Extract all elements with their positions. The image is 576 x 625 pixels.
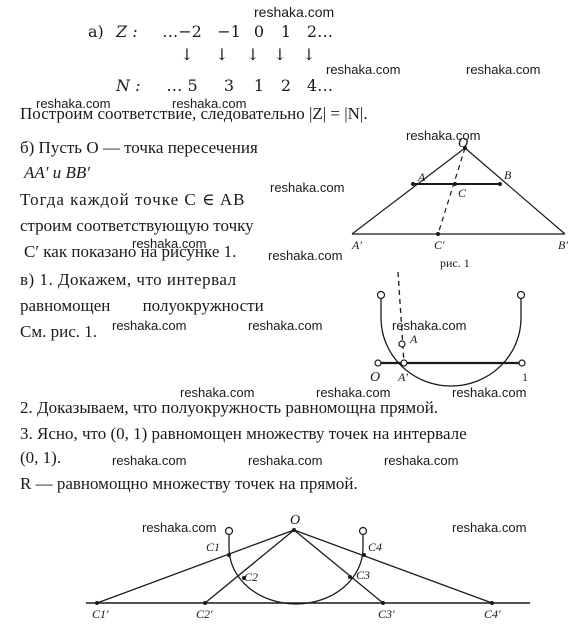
part-b-line-5: C′ как показано на рисунке 1.: [24, 242, 237, 261]
down-arrow-icon: ↓: [246, 45, 260, 64]
watermark: reshaka.com: [112, 318, 187, 333]
fig3-point-c2-prime: C2′: [196, 607, 213, 621]
set-n-label: N :: [116, 76, 141, 95]
watermark: reshaka.com: [142, 520, 217, 535]
fig3-point-c2: C2: [244, 570, 259, 584]
fig2-point-one: 1: [522, 370, 528, 384]
fig3-point-c3: C3: [356, 568, 371, 582]
watermark: reshaka.com: [326, 62, 401, 77]
z-value: …−2: [162, 22, 202, 41]
part-b-line-3: Тогда каждой точке C ∈ AB: [20, 190, 246, 209]
fig3-point-o: O: [290, 513, 301, 528]
fig2-point-o: O: [370, 370, 381, 385]
fig1-point-c: C: [458, 186, 467, 200]
statement-3a: 3. Ясно, что (0, 1) равномощен множеству…: [20, 424, 467, 443]
watermark: reshaka.com: [268, 248, 343, 263]
statement-2: 2. Доказываем, что полуокружность равном…: [20, 398, 439, 417]
z-values-row: …−2 −1 0 1 2…: [152, 22, 340, 41]
watermark: reshaka.com: [270, 180, 345, 195]
fig1-point-a-prime: A′: [352, 238, 362, 252]
watermark: reshaka.com: [180, 385, 255, 400]
fig1-point-b: B: [504, 168, 512, 182]
fig3-point-c4-prime: C4′: [484, 607, 501, 621]
fig1-caption: рис. 1: [440, 256, 470, 270]
fig3-point-c4: C4: [368, 540, 383, 554]
part-a-label: а): [88, 22, 104, 41]
fig1-point-b-prime: B′: [558, 238, 568, 252]
watermark: reshaka.com: [132, 236, 207, 251]
statement-4: R — равномощно множеству точек на прямой…: [20, 474, 358, 493]
fig1-point-c-prime: C′: [434, 238, 445, 252]
z-value: 0: [253, 22, 265, 41]
n-values-row: … 5 3 1 2 4…: [152, 76, 340, 95]
part-v-line-2: равномощен полуокружности: [20, 296, 264, 315]
n-value: 2: [280, 76, 292, 95]
watermark: reshaka.com: [254, 4, 335, 20]
watermark: reshaka.com: [406, 128, 481, 143]
part-b-line-2: AA′ и BB′: [24, 163, 90, 182]
watermark: reshaka.com: [452, 385, 527, 400]
part-v-line-1: в) 1. Докажем, что интервал: [20, 270, 237, 289]
statement-3b: (0, 1).: [20, 448, 62, 467]
watermark: reshaka.com: [452, 520, 527, 535]
fig2-point-a: A: [410, 332, 418, 346]
part-v-line-3: См. рис. 1.: [20, 322, 97, 341]
fig1-point-o: O: [458, 136, 469, 151]
fig3-point-c1-prime: C1′: [92, 607, 109, 621]
watermark: reshaka.com: [316, 385, 391, 400]
mapping-arrows-row: ↓ ↓ ↓ ↓ ↓: [170, 45, 324, 64]
n-value: … 5: [166, 76, 198, 95]
n-value: 3: [223, 76, 235, 95]
part-a-conclusion: Построим соответствие, следовательно |Z|…: [20, 104, 368, 123]
z-value: 2…: [306, 22, 334, 41]
fig1-point-a: A: [418, 170, 426, 184]
watermark: reshaka.com: [466, 62, 541, 77]
watermark: reshaka.com: [36, 96, 111, 111]
watermark: reshaka.com: [248, 453, 323, 468]
fig3-point-c3-prime: C3′: [378, 607, 395, 621]
fig2-point-a-prime: A′: [398, 370, 408, 384]
down-arrow-icon: ↓: [302, 45, 316, 64]
fig3-point-c1: C1: [206, 540, 221, 554]
watermark: reshaka.com: [392, 318, 467, 333]
down-arrow-icon: ↓: [273, 45, 287, 64]
down-arrow-icon: ↓: [215, 45, 229, 64]
watermark: reshaka.com: [112, 453, 187, 468]
watermark: reshaka.com: [172, 96, 247, 111]
part-b-line-1: б) Пусть O — точка пересечения: [20, 138, 258, 157]
watermark: reshaka.com: [248, 318, 323, 333]
z-value: 1: [280, 22, 292, 41]
n-value: 4…: [306, 76, 334, 95]
z-value: −1: [217, 22, 241, 41]
set-z-label: Z :: [116, 22, 138, 41]
n-value: 1: [253, 76, 265, 95]
watermark: reshaka.com: [384, 453, 459, 468]
down-arrow-icon: ↓: [180, 45, 194, 64]
part-b-line-4: строим соответствующую точку: [20, 216, 254, 235]
